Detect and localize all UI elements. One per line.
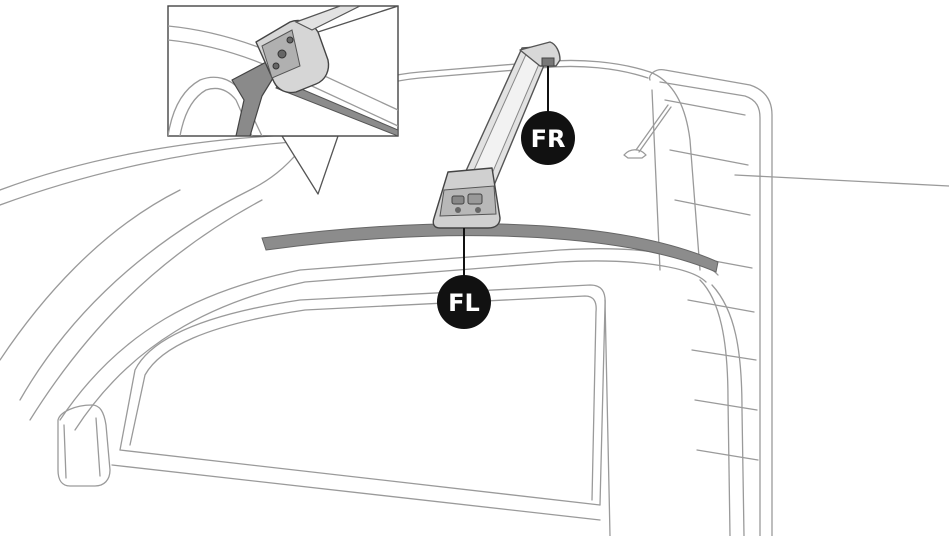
front-left-label: FL bbox=[437, 275, 491, 329]
rear-ladder-outline bbox=[649, 69, 773, 536]
roof-bar bbox=[432, 41, 561, 229]
roof-antenna bbox=[623, 104, 672, 159]
roof-rail bbox=[261, 223, 719, 273]
front-left-label-text: FL bbox=[448, 289, 480, 317]
inset-detail bbox=[167, 5, 399, 137]
front-left-foot bbox=[432, 167, 501, 229]
front-right-label: FR bbox=[521, 111, 575, 165]
front-right-label-text: FR bbox=[531, 125, 566, 153]
inset-callout-pointer bbox=[281, 135, 339, 195]
car-body-outline bbox=[0, 59, 949, 536]
